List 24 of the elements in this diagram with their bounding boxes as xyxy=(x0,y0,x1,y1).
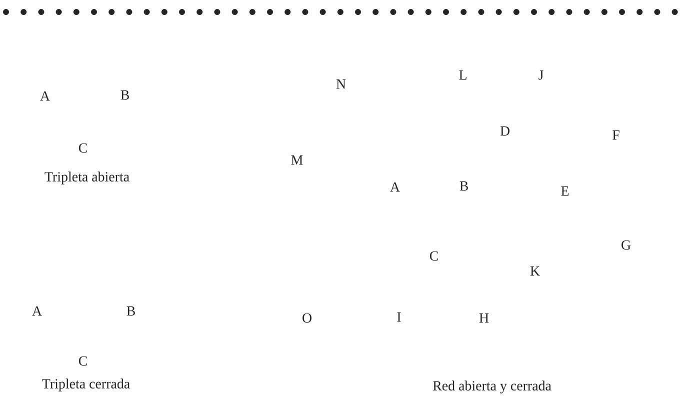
node-letter: D xyxy=(500,126,510,136)
node-letter: J xyxy=(538,70,544,80)
network-caption: Tripleta cerrada xyxy=(42,378,130,392)
node-letter: C xyxy=(78,356,87,366)
node-letter: G xyxy=(622,240,631,250)
node-letter: I xyxy=(397,312,401,322)
node-letter: E xyxy=(561,186,569,196)
node-letter: B xyxy=(126,306,135,316)
node-letter: K xyxy=(530,266,540,276)
network-caption: Tripleta abierta xyxy=(44,172,130,184)
node-letter: C xyxy=(430,251,438,261)
node-letter: H xyxy=(479,313,489,323)
node-letter: M xyxy=(291,155,303,165)
node-letter: B xyxy=(120,90,129,100)
node-letter: A xyxy=(32,306,42,316)
node-letter: B xyxy=(460,181,468,191)
node-letter: C xyxy=(78,143,87,153)
node-letter: A xyxy=(40,91,50,101)
node-letter: N xyxy=(336,79,346,89)
node-letter: O xyxy=(302,313,312,323)
node-letter: A xyxy=(390,182,400,192)
network-caption: Red abierta y cerrada xyxy=(432,380,552,394)
node-letter: F xyxy=(612,130,620,140)
node-letter: L xyxy=(459,70,466,80)
